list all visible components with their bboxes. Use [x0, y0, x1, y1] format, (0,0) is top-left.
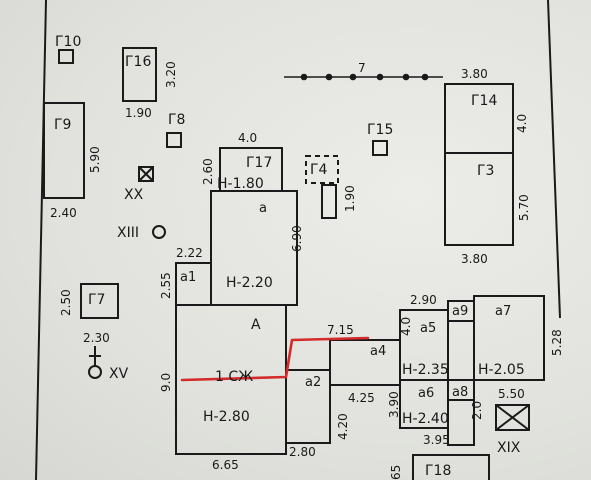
label-g9: Г9	[54, 117, 71, 133]
fence-post	[402, 73, 410, 81]
room-a2	[285, 369, 331, 444]
dim-7-15: 7.15	[327, 323, 354, 337]
marker-xx-cross-2	[138, 166, 154, 182]
dim-4-20: 4.20	[336, 413, 350, 440]
fence-post	[325, 73, 333, 81]
building-g9	[43, 102, 85, 199]
red-annotation-line	[180, 336, 370, 382]
dim-4-0-g14: 4.0	[515, 114, 529, 133]
dim-1-90-g16: 1.90	[125, 106, 152, 120]
marker-xiii-circle	[152, 225, 166, 239]
label-xv: XV	[109, 366, 129, 382]
dim-2-80: 2.80	[289, 445, 316, 459]
label-g10: Г10	[55, 34, 81, 50]
label-room-a4: а4	[370, 344, 386, 359]
label-room-a8: а8	[452, 385, 468, 400]
label-room-a: а	[259, 201, 267, 216]
dim-5-28: 5.28	[550, 329, 564, 356]
plot-boundary-right	[547, 0, 561, 319]
building-g4	[305, 155, 339, 184]
room-a4	[329, 339, 401, 386]
dim-2-90: 2.90	[410, 293, 437, 307]
height-a7: Н-2.05	[478, 362, 525, 378]
label-room-a5: а5	[420, 321, 436, 336]
dim-3-90: 3.90	[387, 391, 401, 418]
dim-5-90: 5.90	[88, 146, 102, 173]
plot-boundary-left	[35, 0, 47, 480]
dim-4-0-g17: 4.0	[238, 131, 257, 145]
dim-1-90-g4: 1.90	[343, 185, 357, 212]
label-g15: Г15	[367, 122, 393, 138]
dim-65: 65	[389, 465, 403, 480]
label-g18: Г18	[425, 463, 451, 479]
dim-3-80-bottom: 3.80	[461, 252, 488, 266]
label-g16: Г16	[125, 54, 151, 70]
building-g18	[412, 454, 490, 480]
dim-3-80-top: 3.80	[461, 67, 488, 81]
dim-4-25: 4.25	[348, 391, 375, 405]
fence-post	[421, 73, 429, 81]
dim-2-30: 2.30	[83, 331, 110, 345]
label-room-a9: а9	[452, 304, 468, 319]
room-a7	[473, 295, 545, 381]
building-g7	[80, 283, 119, 319]
building-g10	[58, 49, 74, 64]
label-room-a2: а2	[305, 375, 321, 390]
dim-6-65: 6.65	[212, 458, 239, 472]
marker-xix-cross-2	[495, 404, 530, 431]
building-g3	[444, 152, 514, 246]
label-g14: Г14	[471, 93, 497, 109]
label-xix: XIX	[497, 440, 521, 456]
fence-post	[376, 73, 384, 81]
dim-2-40: 2.40	[50, 206, 77, 220]
dim-2-55: 2.55	[159, 272, 173, 299]
building-g16	[122, 47, 157, 102]
dim-2-0: 2.0	[470, 401, 484, 420]
dim-5-70: 5.70	[517, 194, 531, 221]
building-g15	[372, 140, 388, 156]
marker-xix-box	[495, 404, 530, 431]
label-g8: Г8	[168, 112, 185, 128]
label-room-A: А	[251, 317, 261, 333]
dim-5-50: 5.50	[498, 387, 525, 401]
dim-2-22: 2.22	[176, 246, 203, 260]
label-g17: Г17	[246, 155, 272, 171]
label-g3: Г3	[477, 163, 494, 179]
dim-6-90: 6.90	[290, 225, 304, 252]
dim-4-0-a5: 4.0	[399, 317, 413, 336]
height-main: Н-2.80	[203, 409, 250, 425]
marker-xx-box	[138, 166, 154, 182]
dim-9-0: 9.0	[159, 373, 173, 392]
height-room-a: Н-2.20	[226, 275, 273, 291]
building-g4-post	[321, 184, 337, 219]
fence-post	[300, 73, 308, 81]
height-g17: Н-1.80	[217, 176, 264, 192]
fence-post	[349, 73, 357, 81]
label-g7: Г7	[88, 292, 105, 308]
label-room-a7: а7	[495, 304, 511, 319]
height-a5: Н-2.35	[402, 362, 449, 378]
dim-3-20: 3.20	[164, 61, 178, 88]
label-g4: Г4	[310, 162, 328, 178]
height-a6: Н-2.40	[402, 411, 449, 427]
label-xx: XX	[124, 187, 144, 203]
marker-xv-circle	[88, 365, 102, 379]
dim-2-50: 2.50	[59, 289, 73, 316]
label-room-a1: а1	[180, 270, 196, 285]
label-xiii: XIII	[117, 225, 139, 241]
dim-2-60: 2.60	[201, 158, 215, 185]
room-a8-lower	[447, 399, 475, 446]
dim-7: 7	[358, 61, 366, 75]
building-g8	[166, 132, 182, 148]
label-room-main: 1 СЖ	[215, 369, 253, 385]
dim-3-95: 3.95	[423, 433, 450, 447]
label-room-a6: а6	[418, 386, 434, 401]
